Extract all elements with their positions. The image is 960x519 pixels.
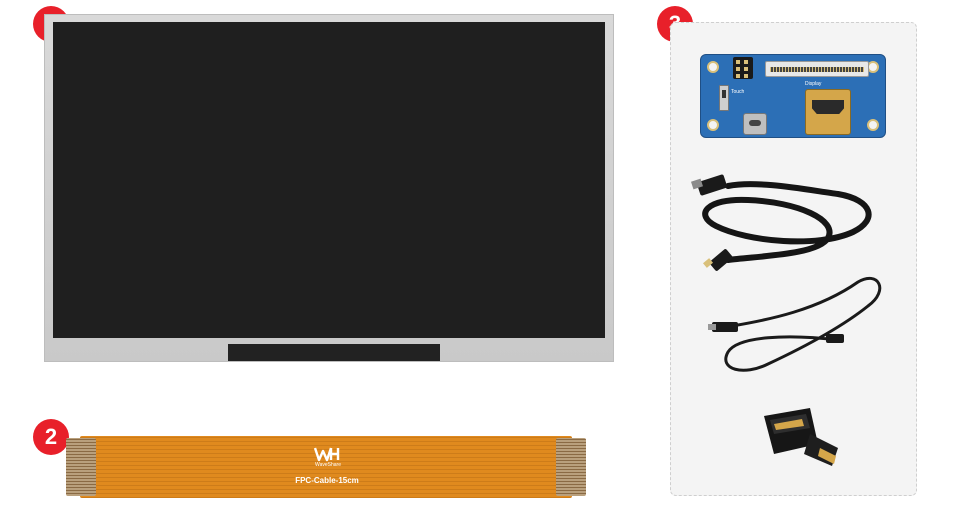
fpc-connector-right (556, 438, 586, 496)
board-label-display: Display (805, 81, 822, 87)
driver-board: Display Touch (700, 54, 886, 138)
lcd-fpc-tab (228, 344, 440, 361)
usb-c-port (743, 113, 767, 135)
lcd-display-panel (44, 14, 614, 362)
fpc-cable-label: FPC-Cable-15cm (295, 476, 359, 485)
waveshare-logo-icon (314, 447, 340, 462)
hdmi-port (805, 89, 851, 135)
board-label-touch: Touch (731, 89, 745, 95)
fpc-cable-body (80, 436, 572, 498)
lcd-screen (53, 22, 605, 338)
mounting-hole (707, 119, 719, 131)
hdmi-cable (691, 174, 872, 271)
hdmi-adapter (764, 408, 838, 466)
fpc-brand-text: WaveShare (315, 462, 341, 468)
fpc-cable: WaveShare FPC-Cable-15cm (66, 436, 586, 498)
mounting-hole (867, 119, 879, 131)
fpc-connector-left (66, 438, 96, 496)
fpc-socket (765, 61, 869, 77)
mounting-hole (707, 61, 719, 73)
slide-switch (719, 85, 729, 111)
item-number-badge-2: 2 (33, 419, 69, 455)
usb-cable (708, 276, 882, 372)
pin-header (733, 57, 753, 79)
